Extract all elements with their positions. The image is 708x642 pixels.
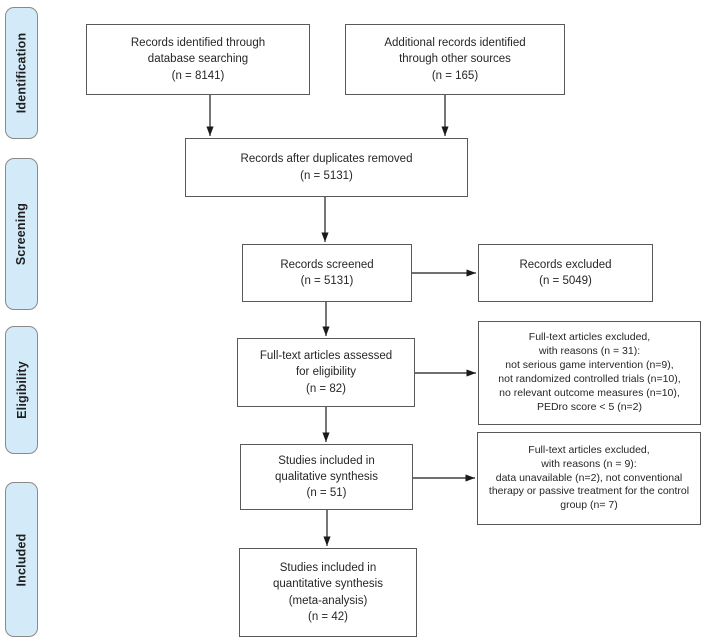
stage-screening: Screening	[5, 158, 38, 310]
stage-eligibility: Eligibility	[5, 326, 38, 454]
box-fulltext-excluded-reasons-9: Full-text articles excluded, with reason…	[477, 432, 701, 525]
box-records-screened: Records screened (n = 5131)	[242, 244, 412, 302]
box-records-excluded: Records excluded (n = 5049)	[478, 244, 653, 302]
stage-included: Included	[5, 482, 38, 637]
box-records-after-duplicates-removed: Records after duplicates removed (n = 51…	[185, 138, 468, 197]
box-fulltext-articles-assessed: Full-text articles assessed for eligibil…	[237, 338, 415, 407]
stage-identification: Identification	[5, 7, 38, 139]
box-records-identified-database: Records identified through database sear…	[86, 24, 310, 95]
box-fulltext-excluded-reasons-31: Full-text articles excluded, with reason…	[478, 321, 701, 425]
stage-identification-label: Identification	[14, 32, 29, 114]
stage-included-label: Included	[14, 533, 29, 586]
stage-eligibility-label: Eligibility	[14, 361, 29, 419]
box-studies-quantitative-synthesis: Studies included in quantitative synthes…	[239, 548, 417, 637]
box-additional-records-other-sources: Additional records identified through ot…	[345, 24, 565, 95]
stage-screening-label: Screening	[14, 202, 29, 266]
box-studies-qualitative-synthesis: Studies included in qualitative synthesi…	[240, 444, 413, 510]
